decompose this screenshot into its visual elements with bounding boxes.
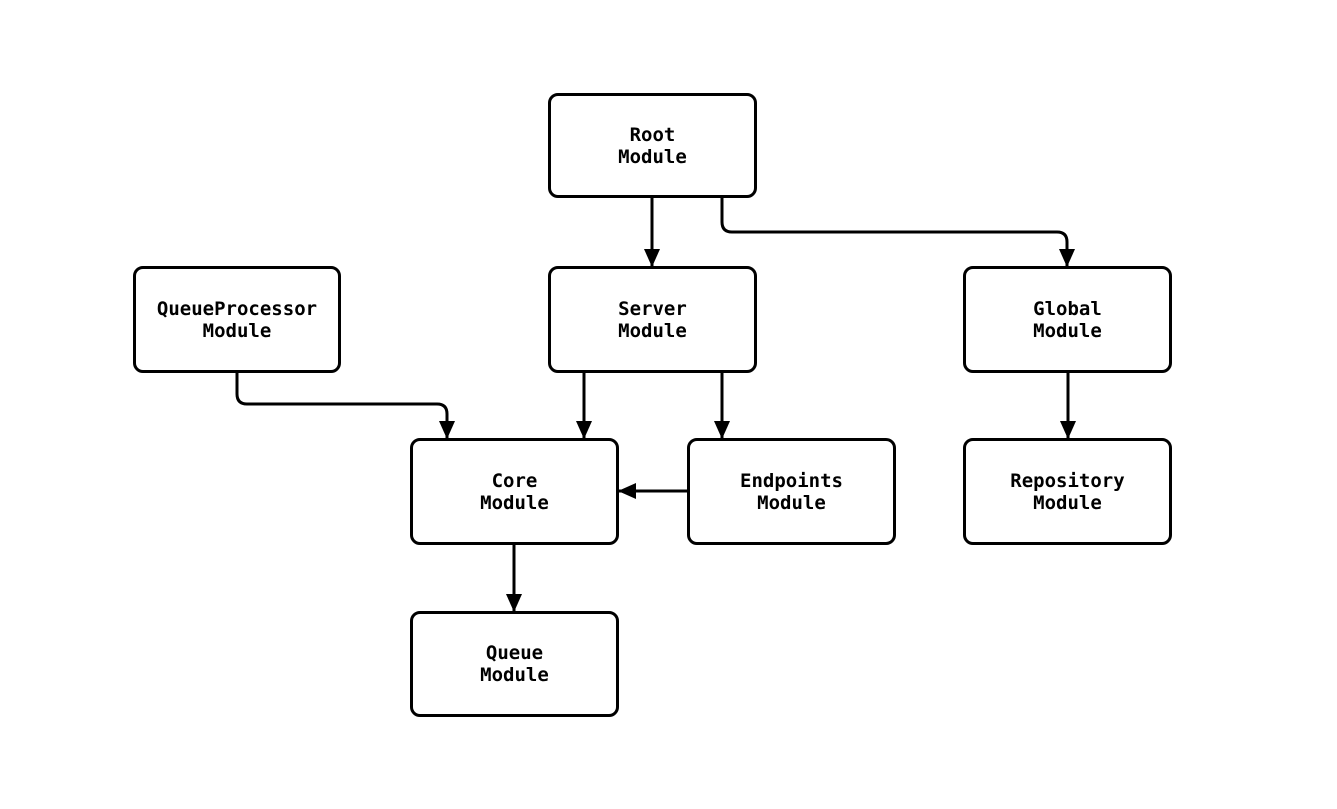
node-label-line: Module	[1033, 491, 1102, 514]
node-label-line: Module	[480, 664, 549, 686]
node-label-line: Server	[618, 297, 687, 320]
node-label-line: Repository	[1010, 469, 1125, 492]
node-label-line: Module	[618, 145, 687, 168]
node-label-line: Module	[757, 491, 826, 514]
edge-root-module-to-global-module	[720, 198, 1075, 267]
node-label-line: Module	[480, 491, 549, 514]
node-label-line: Module	[618, 319, 687, 342]
edge-queueprocessor-module-to-core-module	[235, 373, 455, 439]
node-label-line: Endpoints	[740, 469, 843, 492]
node-label-line: QueueProcessor	[156, 297, 318, 320]
node-label-line: Global	[1033, 297, 1102, 320]
node-label-line: Module	[1033, 319, 1102, 342]
node-label-line: Module	[202, 319, 272, 342]
node-label-line: Queue	[485, 642, 544, 664]
node-label-line: Core	[491, 469, 538, 492]
node-label-line: Root	[629, 123, 676, 146]
